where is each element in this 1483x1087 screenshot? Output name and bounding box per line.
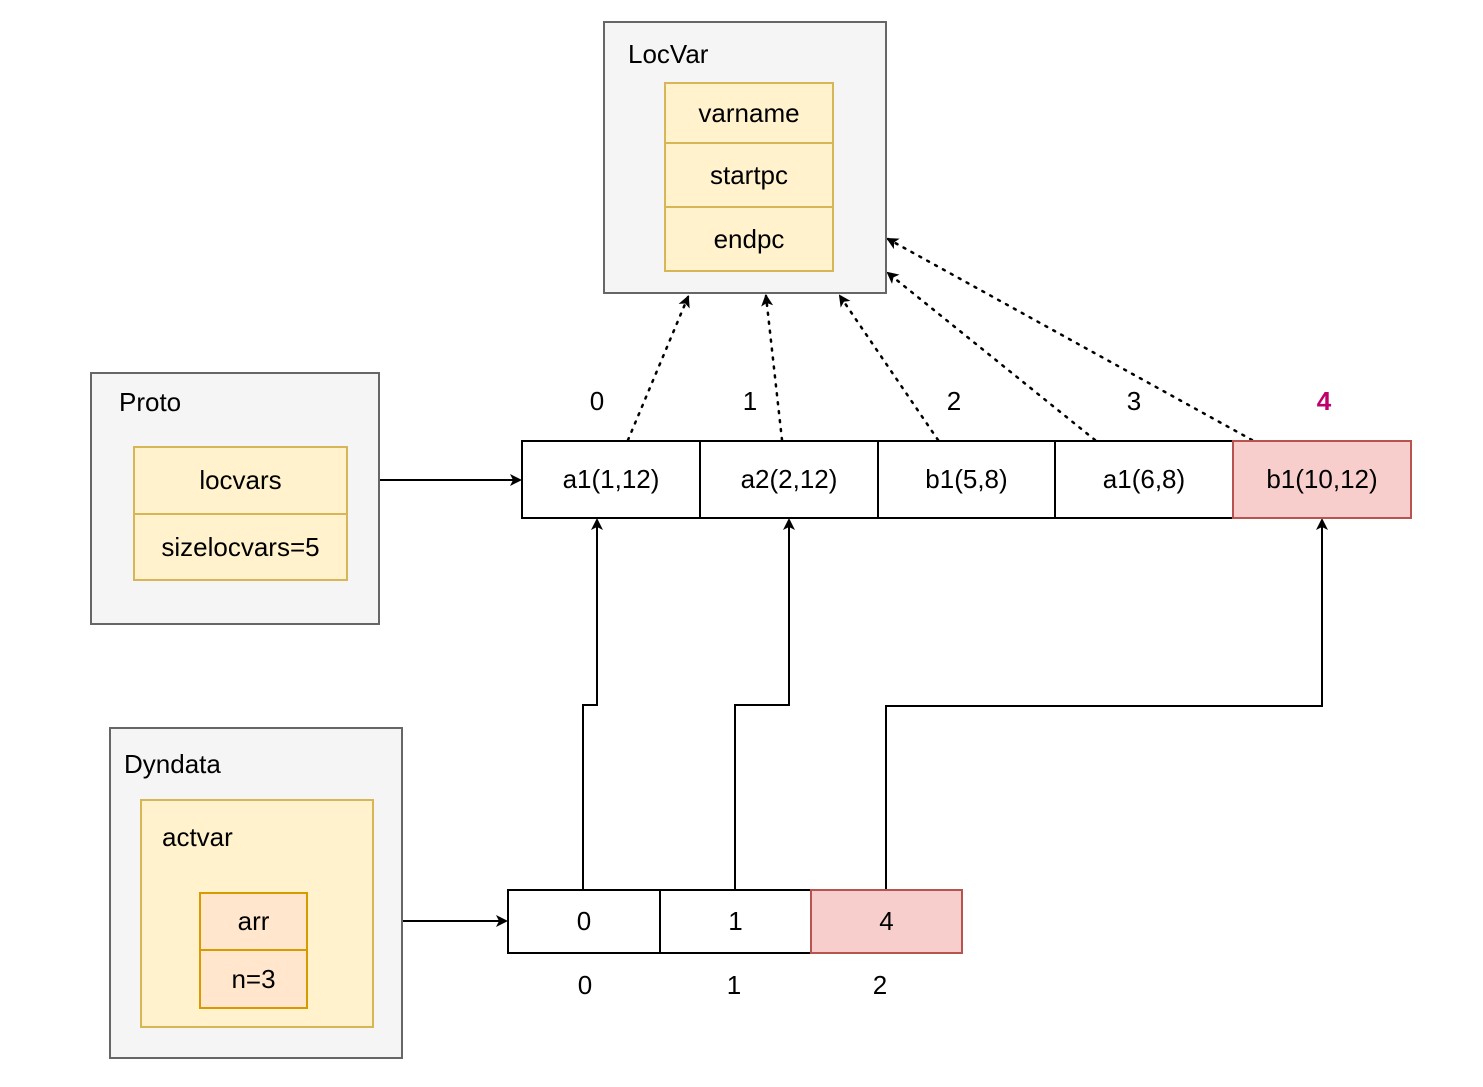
actvar-index-0: 0 xyxy=(577,970,593,1000)
locvars-index-2: 2 xyxy=(946,386,962,416)
actvar-field-arr: arr xyxy=(199,892,308,951)
actvar-field-n: n=3 xyxy=(199,949,308,1009)
locvars-index-1: 1 xyxy=(742,386,758,416)
dotted-arrow-4 xyxy=(886,237,1254,442)
dotted-arrow-1 xyxy=(761,294,784,442)
actvar-index-2: 2 xyxy=(872,970,888,1000)
locvars-index-4: 4 xyxy=(1316,386,1332,416)
dyndata-title: Dyndata xyxy=(124,749,221,779)
actvar-index-1: 1 xyxy=(726,970,742,1000)
locvar-title: LocVar xyxy=(628,39,709,69)
actvar-cell-1: 1 xyxy=(659,889,812,954)
locvars-cell-3: a1(6,8) xyxy=(1054,440,1234,519)
proto-title: Proto xyxy=(119,387,182,417)
dotted-arrow-3 xyxy=(886,271,1097,442)
actvar-2-to-locvar-4-arrow xyxy=(885,518,1328,889)
locvars-cell-1: a2(2,12) xyxy=(699,440,879,519)
dotted-arrow-0 xyxy=(626,295,690,442)
actvar-1-to-locvar-1-arrow xyxy=(734,518,795,889)
locvars-cell-0: a1(1,12) xyxy=(521,440,701,519)
actvar-0-to-locvar-0-arrow xyxy=(582,518,603,889)
proto-field-locvars: locvars xyxy=(133,446,348,515)
locvars-index-3: 3 xyxy=(1126,386,1142,416)
locvar-field-startpc: startpc xyxy=(664,142,834,208)
locvar-field-endpc: endpc xyxy=(664,206,834,272)
dotted-arrow-2 xyxy=(838,294,940,442)
locvar-field-varname: varname xyxy=(664,82,834,144)
actvar-cell-2: 4 xyxy=(810,889,963,954)
locvars-cell-2: b1(5,8) xyxy=(877,440,1056,519)
actvar-cell-0: 0 xyxy=(507,889,661,954)
proto-field-sizelocvars: sizelocvars=5 xyxy=(133,513,348,581)
locvars-index-0: 0 xyxy=(589,386,605,416)
actvar-title: actvar xyxy=(162,822,233,852)
locvars-cell-4: b1(10,12) xyxy=(1232,440,1412,519)
